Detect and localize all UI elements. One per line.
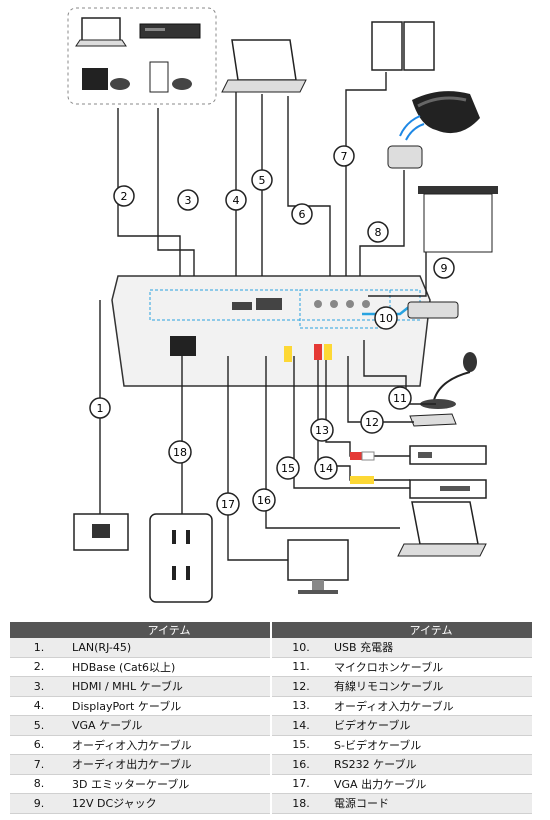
svg-text:18: 18: [173, 446, 187, 459]
table-row: 1.LAN(RJ-45): [10, 638, 270, 658]
3d-emitter-icon: [387, 145, 423, 169]
table-row: 13.オーディオ入力ケーブル: [272, 696, 532, 716]
table-row: 8.3D エミッターケーブル: [10, 774, 270, 794]
svg-text:2: 2: [121, 190, 128, 203]
callout-15: 15: [276, 456, 300, 480]
table-row: 9.12V DCジャック: [10, 793, 270, 814]
svg-text:8: 8: [375, 226, 382, 239]
svg-text:3: 3: [185, 194, 192, 207]
wired-remote-icon: [409, 413, 457, 427]
speakers-icon: [371, 21, 435, 71]
table-row: 3.HDMI / MHL ケーブル: [10, 676, 270, 697]
svg-text:10: 10: [379, 312, 393, 325]
table-row: 10.USB 充電器: [272, 638, 532, 658]
usb-charger-icon: [407, 301, 459, 319]
svg-text:4: 4: [233, 194, 240, 207]
svg-text:14: 14: [319, 462, 333, 475]
connection-diagram: 1 2 3 4 5 6 7 8 9 10 11 12 13 14 15 16 1…: [67, 7, 498, 603]
callout-4: 4: [225, 189, 247, 211]
svg-text:16: 16: [257, 494, 271, 507]
table-row: 17.VGA 出力ケーブル: [272, 774, 532, 794]
microphone-icon: [420, 352, 477, 409]
svg-text:11: 11: [393, 392, 407, 405]
dvd-recorder-icon: [409, 479, 487, 499]
callout-8: 8: [367, 221, 389, 243]
callout-12: 12: [360, 410, 384, 434]
table-row: 16.RS232 ケーブル: [272, 754, 532, 775]
svg-text:1: 1: [97, 402, 104, 415]
laptop-source-icon: [221, 39, 307, 93]
legend-table-left: アイテム 1.LAN(RJ-45) 2.HDBase (Cat6以上) 3.HD…: [10, 622, 270, 814]
callout-1: 1: [89, 397, 111, 419]
table-row: 7.オーディオ出力ケーブル: [10, 754, 270, 775]
monitor-icon: [287, 539, 349, 594]
callout-3: 3: [177, 189, 199, 211]
svg-text:5: 5: [259, 174, 266, 187]
svg-text:17: 17: [221, 498, 235, 511]
game-console-2-icon: [149, 61, 192, 93]
table-row: 2.HDBase (Cat6以上): [10, 657, 270, 677]
callout-7: 7: [333, 145, 355, 167]
3d-glasses-icon: [412, 91, 480, 134]
svg-text:13: 13: [315, 424, 329, 437]
callout-18: 18: [168, 440, 192, 464]
wireless-signal-icon: [399, 115, 425, 141]
game-console-icon: [82, 68, 130, 90]
lan-wall-socket-icon: [73, 513, 129, 551]
table-row: 6.オーディオ入力ケーブル: [10, 735, 270, 755]
dvd-player-icon: [139, 23, 201, 39]
callout-9: 9: [433, 257, 455, 279]
callout-17: 17: [216, 492, 240, 516]
table-row: 11.マイクロホンケーブル: [272, 657, 532, 677]
callout-6: 6: [291, 203, 313, 225]
legend-header-left: アイテム: [68, 622, 270, 638]
svg-text:6: 6: [299, 208, 306, 221]
projector-rear-panel: [111, 275, 431, 387]
source-devices-group: [67, 7, 217, 105]
legend-table-right: アイテム 10.USB 充電器 11.マイクロホンケーブル 12.有線リモコンケ…: [272, 622, 532, 814]
callout-14: 14: [314, 456, 338, 480]
table-row: 18.電源コード: [272, 793, 532, 814]
callout-11: 11: [388, 386, 412, 410]
vcr-icon: [409, 445, 487, 465]
callout-10: 10: [374, 306, 398, 330]
svg-text:12: 12: [365, 416, 379, 429]
laptop-icon: [75, 17, 127, 47]
rca-connectors: [284, 344, 375, 484]
projection-screen-icon: [418, 186, 498, 253]
laptop-rs232-icon: [397, 501, 487, 557]
wall-outlet-icon: [149, 513, 213, 603]
callout-2: 2: [113, 185, 135, 207]
table-row: 4.DisplayPort ケーブル: [10, 696, 270, 716]
svg-text:9: 9: [441, 262, 448, 275]
legend-header-right: アイテム: [330, 622, 532, 638]
table-row: 15.S-ビデオケーブル: [272, 735, 532, 755]
svg-text:15: 15: [281, 462, 295, 475]
table-row: 14.ビデオケーブル: [272, 715, 532, 736]
table-row: 5.VGA ケーブル: [10, 715, 270, 736]
svg-text:7: 7: [341, 150, 348, 163]
callout-5: 5: [251, 169, 273, 191]
usb-cable: [362, 305, 411, 316]
callout-16: 16: [252, 488, 276, 512]
table-row: 12.有線リモコンケーブル: [272, 676, 532, 697]
callout-13: 13: [310, 418, 334, 442]
